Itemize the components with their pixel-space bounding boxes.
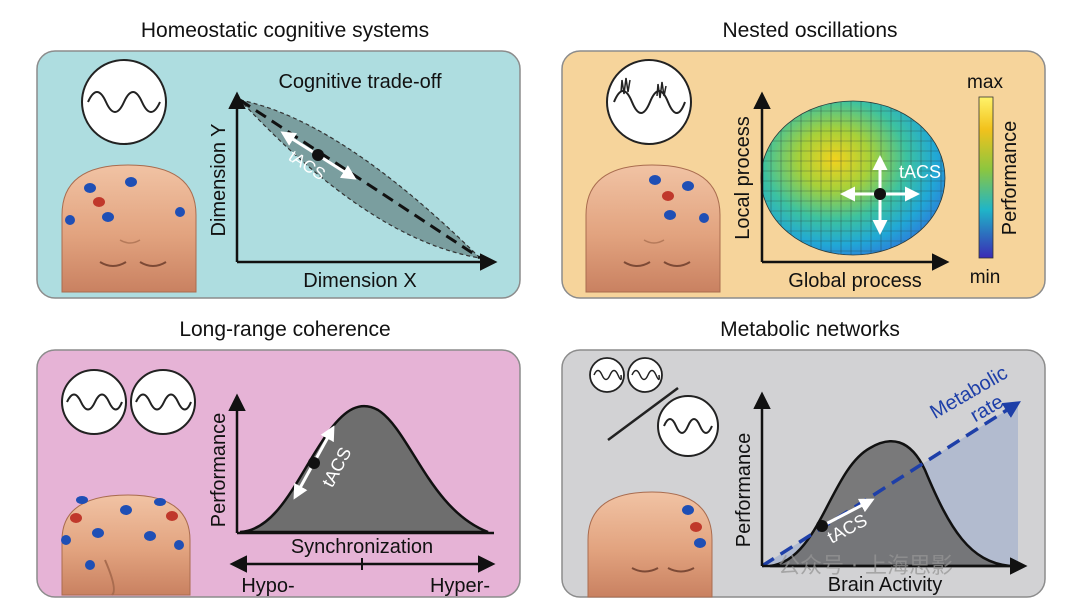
colorbar-label: Performance — [999, 121, 1021, 236]
nested-oscillation-circle-icon — [606, 59, 692, 145]
electrode-blue — [92, 528, 104, 538]
performance-heatmap: tACS — [760, 100, 946, 256]
colorbar-max-label: max — [967, 72, 1003, 93]
metabolic-plot: tACS Metabolic rate Brain Activity Perfo… — [733, 362, 1028, 596]
y-axis-label: Dimension Y — [208, 123, 230, 236]
performance-curve-plot: tACS Synchronization Performance Hypo- H… — [208, 393, 496, 597]
electrode-blue — [174, 540, 184, 550]
colorbar-min-label: min — [970, 267, 1001, 288]
y-axis-label: Performance — [733, 433, 755, 548]
electrode-blue — [102, 212, 114, 222]
watermark: 公众号 · 上海思影 — [778, 554, 953, 579]
x-axis-label: Brain Activity — [828, 574, 942, 596]
oscillation-circle-icon — [130, 369, 196, 435]
x-axis-label: Global process — [788, 270, 921, 292]
electrode-blue — [649, 175, 661, 185]
panel-title-nested: Nested oscillations — [722, 19, 898, 42]
stim-point — [874, 188, 886, 200]
oscillation-circle-icon — [657, 395, 719, 457]
electrode-blue — [664, 210, 676, 220]
oscillation-circle-icon — [627, 357, 663, 393]
head-icon — [587, 491, 713, 598]
electrode-blue — [682, 181, 694, 191]
stim-arrow — [821, 498, 875, 528]
tradeoff-line — [239, 98, 481, 260]
y-axis-label: Performance — [208, 413, 230, 528]
electrode-blue — [61, 535, 71, 545]
panel-title-homeostatic: Homeostatic cognitive systems — [140, 19, 430, 42]
panel-title-coherence: Long-range coherence — [179, 318, 391, 341]
oscillation-circle-icon — [61, 369, 127, 435]
stim-point — [312, 149, 324, 161]
stim-label: tACS — [899, 162, 941, 182]
head-icon — [585, 164, 721, 293]
x-axis-label: Dimension X — [303, 270, 416, 292]
axis-right-label: Hyper- — [430, 575, 490, 597]
y-axis-label: Local process — [732, 116, 754, 239]
tradeoff-plot: tACS Cognitive trade-off Dimension X Dim… — [208, 71, 498, 292]
electrode-blue — [682, 505, 694, 515]
plot-title: Cognitive trade-off — [278, 71, 442, 93]
axis-left-label: Hypo- — [241, 575, 294, 597]
divider-slash — [607, 386, 679, 442]
electrode-red — [166, 511, 178, 521]
electrode-blue — [175, 207, 185, 217]
electrode-blue — [85, 560, 95, 570]
electrode-blue — [84, 183, 96, 193]
x-axis-label: Synchronization — [291, 536, 433, 558]
electrode-blue — [120, 505, 132, 515]
oscillation-circle-icon — [81, 59, 167, 145]
metabolic-rate-line — [761, 401, 1021, 568]
electrode-blue — [76, 496, 88, 504]
electrode-blue — [125, 177, 137, 187]
electrode-blue — [154, 498, 166, 506]
electrode-red — [93, 197, 105, 207]
colorbar — [978, 96, 994, 259]
stim-point — [308, 457, 320, 469]
electrode-blue — [65, 215, 75, 225]
stim-point — [816, 520, 828, 532]
oscillation-circle-icon — [589, 357, 625, 393]
electrode-red — [690, 522, 702, 532]
panel-title-metabolic: Metabolic networks — [720, 318, 900, 341]
electrode-blue — [144, 531, 156, 541]
electrode-red — [70, 513, 82, 523]
performance-curve — [239, 404, 489, 534]
electrode-blue — [699, 213, 709, 223]
head-icon — [61, 164, 197, 293]
electrode-blue — [694, 538, 706, 548]
electrode-red — [662, 191, 674, 201]
head-icon — [61, 494, 191, 596]
